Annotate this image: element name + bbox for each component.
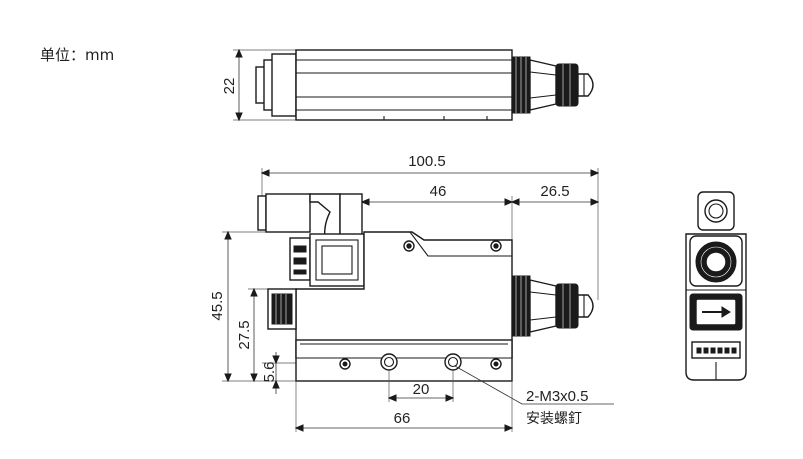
dim-hole-pitch: 20 bbox=[413, 381, 430, 398]
dim-length-46: 46 bbox=[430, 183, 447, 200]
screw-spec: 2-M3x0.5 bbox=[526, 388, 589, 405]
right-arrow-icon bbox=[702, 306, 731, 318]
dim-height-27-5: 27.5 bbox=[236, 320, 253, 349]
dim-top-height: 22 bbox=[221, 78, 238, 95]
dim-base-length: 66 bbox=[394, 410, 411, 427]
unit-label: 单位：mm bbox=[40, 46, 115, 64]
dim-overall-length: 100.5 bbox=[408, 153, 446, 170]
front-view: 100.5 46 26.5 45.5 27.5 5.6 bbox=[209, 153, 614, 432]
screw-note: 安装螺釘 bbox=[526, 410, 582, 427]
dim-height-5-6: 5.6 bbox=[261, 362, 278, 383]
dim-length-26-5: 26.5 bbox=[540, 183, 569, 200]
top-view: 22 bbox=[221, 48, 594, 122]
side-view bbox=[685, 191, 747, 381]
dim-height-45-5: 45.5 bbox=[209, 291, 226, 320]
